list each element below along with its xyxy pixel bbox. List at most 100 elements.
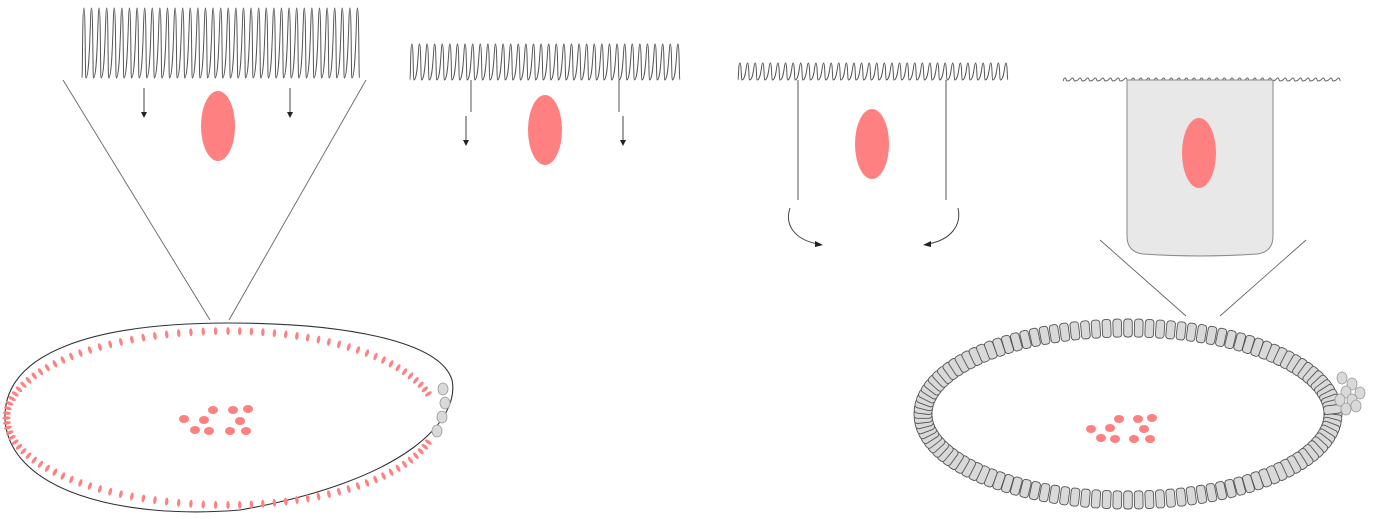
curved-arrow-left-stage-3 bbox=[788, 207, 819, 245]
blastoderm-cell bbox=[1112, 318, 1123, 338]
blastoderm-cell bbox=[1010, 476, 1023, 496]
yolk-nucleus bbox=[1139, 425, 1149, 433]
blastoderm-cell bbox=[1224, 478, 1237, 499]
stage-4 bbox=[1062, 77, 1341, 317]
membrane-folds-stage-1 bbox=[81, 7, 360, 79]
yolk-nucleus bbox=[1129, 435, 1139, 443]
blastoderm-cell bbox=[1175, 321, 1187, 341]
peripheral-nucleus bbox=[78, 479, 83, 487]
peripheral-nucleus bbox=[337, 487, 341, 496]
pole-cell bbox=[1334, 393, 1346, 407]
peripheral-nucleus bbox=[44, 464, 50, 472]
peripheral-nucleus bbox=[52, 360, 58, 368]
blastoderm-cell bbox=[1069, 487, 1081, 507]
yolk-nucleus bbox=[243, 405, 253, 413]
peripheral-nucleus bbox=[226, 501, 230, 509]
blastoderm-cell bbox=[1080, 488, 1091, 508]
peripheral-nucleus bbox=[249, 500, 254, 509]
peripheral-nucleus bbox=[407, 372, 414, 380]
nucleus-stage-2 bbox=[528, 95, 562, 165]
blastoderm-cell bbox=[1090, 319, 1102, 339]
peripheral-nucleus bbox=[119, 337, 123, 346]
blastoderm-cell bbox=[1101, 489, 1112, 510]
peripheral-nucleus bbox=[402, 460, 408, 468]
peripheral-nucleus bbox=[2, 421, 11, 425]
blastoderm-cell bbox=[1090, 489, 1102, 509]
stage-3 bbox=[737, 62, 1009, 247]
peripheral-nucleus bbox=[78, 349, 83, 357]
blastoderm-cell bbox=[1123, 490, 1133, 510]
peripheral-nucleus bbox=[164, 497, 169, 506]
blastoderm-cell bbox=[1215, 327, 1228, 347]
blastoderm-cell bbox=[1048, 324, 1061, 344]
peripheral-nucleus bbox=[249, 327, 254, 336]
peripheral-nucleus bbox=[272, 498, 277, 507]
blastoderm-cell-layer bbox=[913, 318, 1343, 510]
peripheral-nucleus bbox=[395, 364, 401, 372]
peripheral-nucleus bbox=[421, 443, 429, 450]
pole-cell bbox=[439, 396, 451, 410]
pole-cell bbox=[1350, 399, 1362, 413]
peripheral-nucleus bbox=[424, 439, 432, 445]
yolk-nucleus bbox=[225, 427, 235, 435]
syncytial-blastoderm-embryo bbox=[2, 322, 454, 513]
peripheral-nucleus bbox=[4, 425, 12, 430]
blastoderm-cell bbox=[1144, 318, 1155, 339]
peripheral-nucleus bbox=[305, 333, 310, 342]
peripheral-nucleus bbox=[373, 475, 378, 484]
yolk-nucleus bbox=[179, 415, 189, 423]
yolk-nucleus bbox=[1086, 425, 1096, 433]
blastoderm-cell bbox=[1165, 488, 1176, 508]
zoom-line-right-stage-1 bbox=[228, 79, 367, 321]
blastoderm-cell bbox=[1028, 327, 1041, 347]
membrane-folds-stage-2 bbox=[409, 43, 681, 81]
peripheral-nucleus bbox=[327, 337, 331, 346]
peripheral-nucleus bbox=[5, 430, 14, 435]
blastoderm-cell bbox=[1195, 484, 1208, 504]
membrane-stage-4 bbox=[1062, 77, 1341, 82]
peripheral-nucleus bbox=[37, 460, 44, 468]
peripheral-nucleus bbox=[346, 485, 351, 493]
yolk-nucleus bbox=[208, 406, 218, 414]
peripheral-nucleus bbox=[237, 500, 242, 509]
peripheral-nucleus bbox=[424, 391, 432, 397]
blastoderm-cell bbox=[1185, 322, 1197, 342]
peripheral-nucleus bbox=[164, 330, 169, 339]
peripheral-nucleus bbox=[5, 401, 14, 406]
blastoderm-cell bbox=[1019, 329, 1032, 350]
blastoderm-cell bbox=[1123, 318, 1133, 338]
pole-cells-right bbox=[1334, 371, 1366, 416]
peripheral-nucleus bbox=[381, 472, 386, 480]
peripheral-nucleus bbox=[272, 329, 277, 338]
blastoderm-cell bbox=[1059, 486, 1071, 506]
nucleus-stage-4 bbox=[1182, 118, 1216, 188]
blastoderm-cell bbox=[1101, 318, 1112, 339]
peripheral-nucleus bbox=[153, 331, 157, 340]
arrow-head-right-stage-1 bbox=[287, 112, 293, 118]
peripheral-nucleus bbox=[305, 494, 310, 503]
peripheral-nucleus bbox=[15, 386, 23, 393]
peripheral-nucleus bbox=[421, 386, 429, 393]
yolk-nucleus bbox=[228, 406, 238, 414]
yolk-nucleus bbox=[190, 426, 200, 434]
blastoderm-cell bbox=[1233, 476, 1246, 496]
peripheral-nucleus bbox=[295, 331, 299, 340]
peripheral-nucleus bbox=[283, 330, 288, 339]
peripheral-nucleus bbox=[402, 368, 408, 376]
peripheral-nucleus bbox=[176, 498, 181, 507]
arrow-head-right-stage-2 bbox=[620, 140, 626, 146]
zoom-line-left-stage-1 bbox=[62, 79, 211, 321]
pole-cell bbox=[1354, 386, 1366, 400]
zoom-line-left-stage-4 bbox=[1099, 239, 1187, 317]
blastoderm-cell bbox=[1112, 490, 1123, 510]
yolk-nuclei-right bbox=[1086, 414, 1157, 443]
peripheral-nucleus bbox=[31, 372, 37, 380]
blastoderm-cell bbox=[1019, 478, 1032, 499]
peripheral-nucleus bbox=[15, 443, 23, 450]
blastoderm-cell bbox=[1010, 332, 1023, 352]
peripheral-nucleus bbox=[20, 448, 27, 455]
peripheral-nucleus bbox=[201, 500, 205, 509]
blastoderm-cell bbox=[1242, 474, 1255, 494]
blastoderm-cell bbox=[1205, 325, 1218, 345]
curved-arrow-right-stage-3 bbox=[927, 207, 960, 245]
